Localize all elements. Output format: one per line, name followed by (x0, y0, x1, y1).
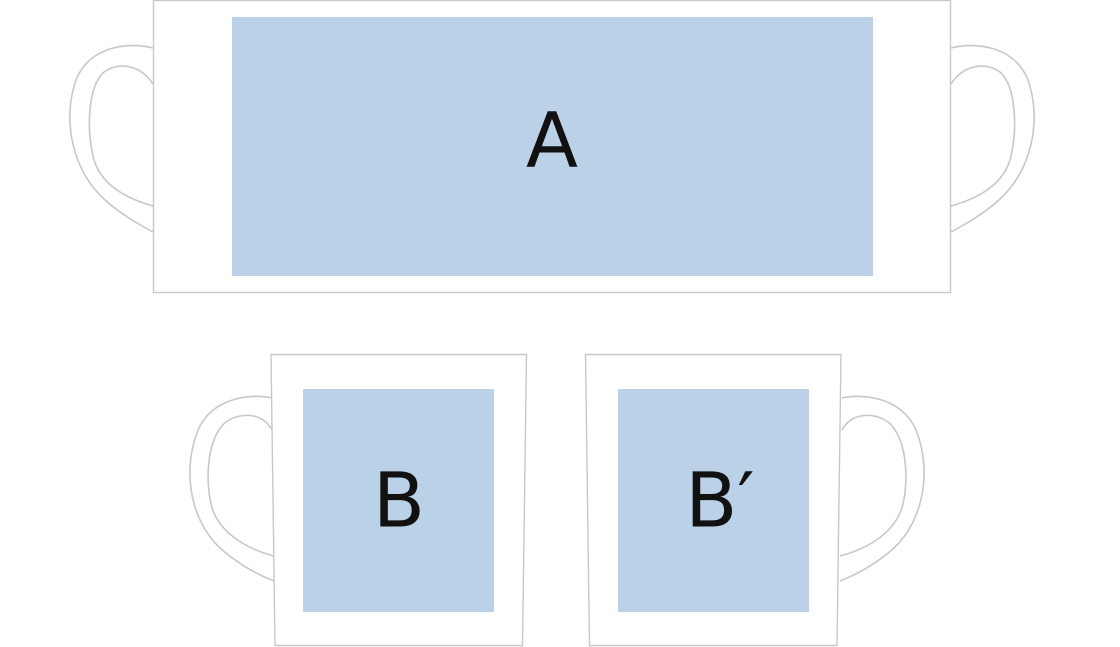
label-b-prime: B′ (685, 456, 754, 545)
right-handle (950, 44, 1035, 233)
print-area-b (303, 389, 494, 612)
wrap-view: A (69, 0, 1035, 294)
print-area-b-prime (618, 389, 809, 612)
print-area-a (232, 17, 873, 276)
label-a: A (526, 96, 578, 185)
side-view-b: B (189, 353, 528, 647)
right-handle (839, 395, 925, 582)
left-handle (189, 395, 275, 582)
label-b: B (373, 456, 425, 545)
side-view-b-prime: B′ (584, 353, 925, 647)
left-handle (69, 44, 154, 233)
